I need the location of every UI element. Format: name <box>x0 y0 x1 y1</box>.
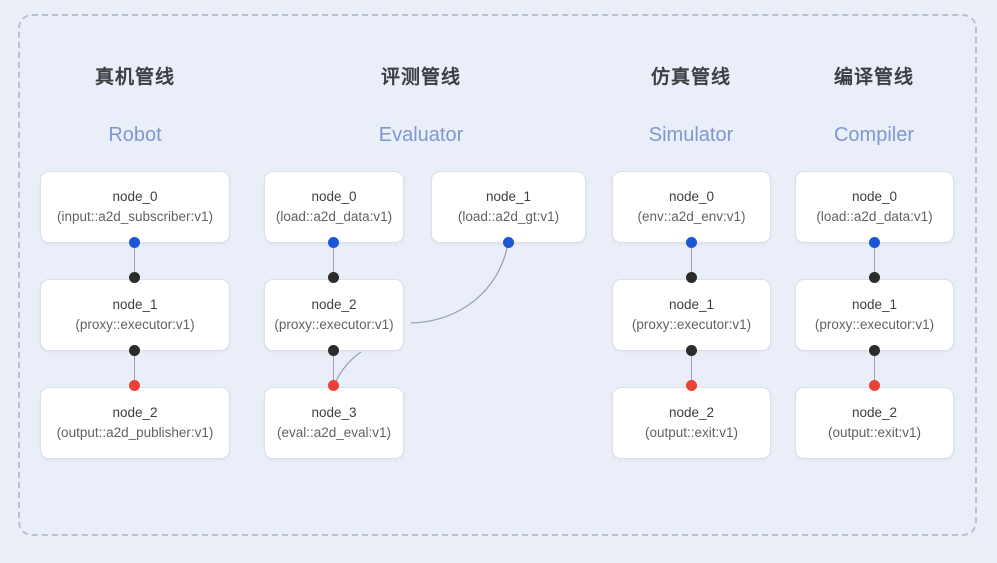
port-robot-2-in[interactable] <box>129 380 140 391</box>
node-name: node_1 <box>668 296 715 312</box>
port-robot-1-in[interactable] <box>129 272 140 283</box>
node-simulator-1[interactable]: node_1 (proxy::executor:v1) <box>612 279 771 351</box>
node-detail: (output::a2d_publisher:v1) <box>56 425 214 440</box>
node-detail: (proxy::executor:v1) <box>631 317 752 332</box>
port-compiler-1-in[interactable] <box>869 272 880 283</box>
node-name: node_2 <box>112 404 158 420</box>
node-detail: (output::exit:v1) <box>827 425 922 440</box>
port-simulator-2-in[interactable] <box>686 380 697 391</box>
column-title-cn-robot: 真机管线 <box>94 67 175 88</box>
node-detail: (load::a2d_data:v1) <box>816 209 933 224</box>
port-robot-1-out[interactable] <box>129 345 140 356</box>
edge-simulator-1-2 <box>691 351 692 383</box>
port-evaluator-3-in[interactable] <box>328 380 339 391</box>
column-title-cn-simulator: 仿真管线 <box>650 67 731 88</box>
port-simulator-1-out[interactable] <box>686 345 697 356</box>
column-title-en-simulator: Simulator <box>648 124 734 146</box>
node-detail: (proxy::executor:v1) <box>274 317 394 332</box>
column-title-en-evaluator: Evaluator <box>378 124 464 146</box>
node-compiler-2[interactable]: node_2 (output::exit:v1) <box>795 387 954 459</box>
node-robot-1[interactable]: node_1 (proxy::executor:v1) <box>40 279 230 351</box>
column-title-en-robot: Robot <box>108 124 162 146</box>
edge-robot-1-2 <box>134 351 135 383</box>
port-evaluator-1-out[interactable] <box>503 237 514 248</box>
node-name: node_2 <box>851 404 898 420</box>
node-detail: (output::exit:v1) <box>644 425 739 440</box>
node-name: node_0 <box>851 188 898 204</box>
node-compiler-1[interactable]: node_1 (proxy::executor:v1) <box>795 279 954 351</box>
port-evaluator-2-out[interactable] <box>328 345 339 356</box>
node-detail: (input::a2d_subscriber:v1) <box>56 209 214 224</box>
edge-compiler-1-2 <box>874 351 875 383</box>
node-detail: (load::a2d_data:v1) <box>275 209 393 224</box>
node-name: node_1 <box>112 296 158 312</box>
node-name: node_0 <box>112 188 158 204</box>
port-simulator-0-out[interactable] <box>686 237 697 248</box>
node-simulator-2[interactable]: node_2 (output::exit:v1) <box>612 387 771 459</box>
node-name: node_2 <box>668 404 715 420</box>
node-name: node_1 <box>851 296 898 312</box>
column-title-cn-compiler: 编译管线 <box>833 67 914 88</box>
node-evaluator-3[interactable]: node_3 (eval::a2d_eval:v1) <box>264 387 404 459</box>
node-name: node_1 <box>485 188 532 204</box>
port-evaluator-0-out[interactable] <box>328 237 339 248</box>
node-name: node_2 <box>311 296 357 312</box>
node-name: node_0 <box>311 188 357 204</box>
edge-evaluator-0-2 <box>333 243 334 275</box>
node-name: node_3 <box>311 404 357 420</box>
node-detail: (load::a2d_gt:v1) <box>457 209 560 224</box>
node-simulator-0[interactable]: node_0 (env::a2d_env:v1) <box>612 171 771 243</box>
port-compiler-2-in[interactable] <box>869 380 880 391</box>
column-title-en-compiler: Compiler <box>833 124 915 146</box>
edge-simulator-0-1 <box>691 243 692 275</box>
edge-robot-0-1 <box>134 243 135 275</box>
node-detail: (proxy::executor:v1) <box>75 317 195 332</box>
port-simulator-1-in[interactable] <box>686 272 697 283</box>
node-robot-2[interactable]: node_2 (output::a2d_publisher:v1) <box>40 387 230 459</box>
port-evaluator-2-in[interactable] <box>328 272 339 283</box>
port-compiler-1-out[interactable] <box>869 345 880 356</box>
node-robot-0[interactable]: node_0 (input::a2d_subscriber:v1) <box>40 171 230 243</box>
port-compiler-0-out[interactable] <box>869 237 880 248</box>
port-robot-0-out[interactable] <box>129 237 140 248</box>
node-evaluator-1[interactable]: node_1 (load::a2d_gt:v1) <box>431 171 586 243</box>
node-detail: (eval::a2d_eval:v1) <box>276 425 392 440</box>
edge-compiler-0-1 <box>874 243 875 275</box>
column-title-cn-evaluator: 评测管线 <box>380 67 461 88</box>
node-name: node_0 <box>668 188 715 204</box>
node-evaluator-2[interactable]: node_2 (proxy::executor:v1) <box>264 279 404 351</box>
node-detail: (proxy::executor:v1) <box>814 317 935 332</box>
node-compiler-0[interactable]: node_0 (load::a2d_data:v1) <box>795 171 954 243</box>
node-detail: (env::a2d_env:v1) <box>637 209 746 224</box>
node-evaluator-0[interactable]: node_0 (load::a2d_data:v1) <box>264 171 404 243</box>
